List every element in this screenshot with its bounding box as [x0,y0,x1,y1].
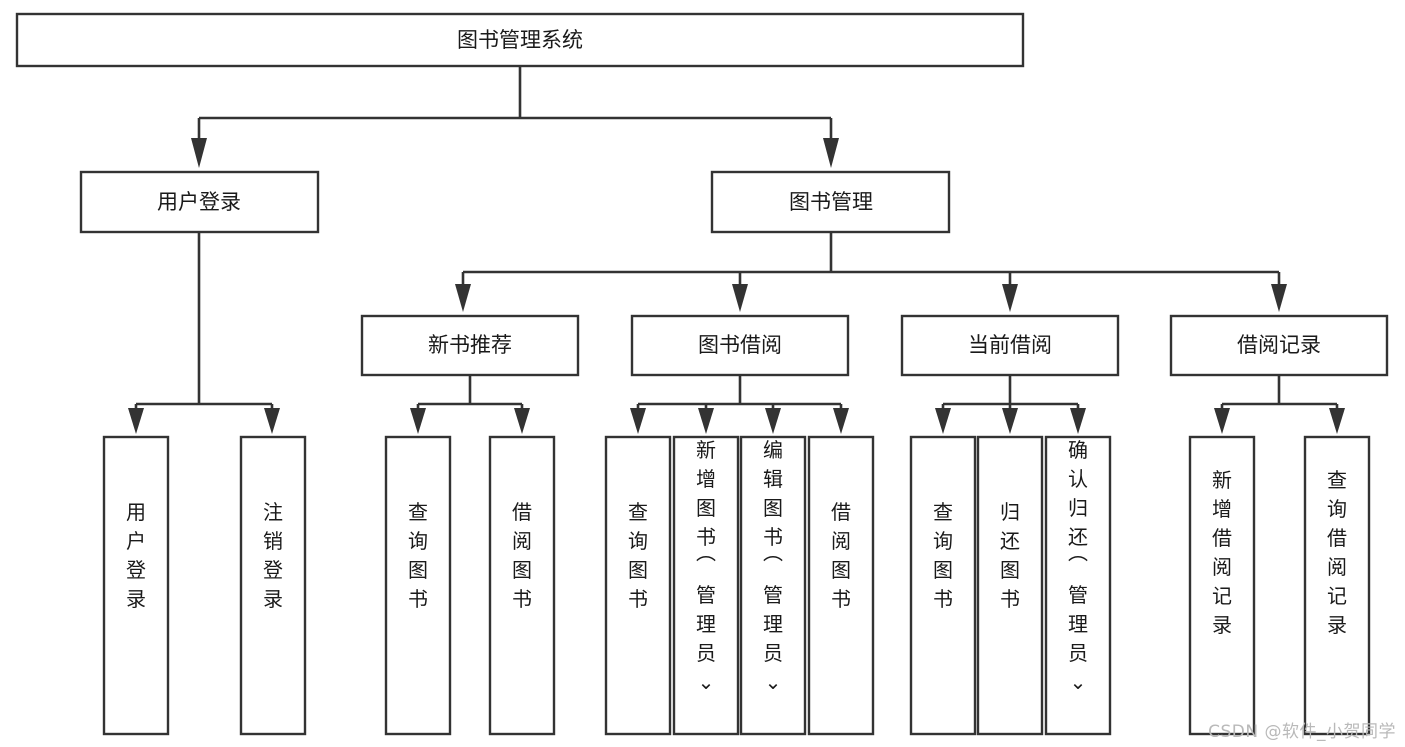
arrow-head-nb-query-book [410,408,426,434]
edge-group-new-book-to-leaves [410,375,530,434]
leaf-cb-confirm-return-box [1044,435,1112,736]
leaf-logout-box [239,435,307,736]
arrow-head-borrow-record [1271,284,1287,312]
edge-group-book-borrow-to-leaves [630,375,849,434]
node-root-book-management-system[interactable]: 图书管理系统 [15,12,1025,68]
node-borrow-record[interactable]: 借阅记录 [1169,314,1389,377]
node-root-box [15,12,1025,68]
leaf-node-user-login[interactable]: 用户登录 [102,435,170,736]
leaf-node-cb-confirm-return[interactable]: 确认归还⌒管理员⌄ [1044,435,1112,736]
node-borrow-record-box [1169,314,1389,377]
leaf-node-nb-query-book[interactable]: 查询图书 [384,435,452,736]
leaf-user-login-label: 用户登录 [126,500,146,611]
arrow-head-bb-query-book [630,408,646,434]
node-user-login-label: 用户登录 [157,190,241,214]
leaf-node-br-add-record[interactable]: 新增借阅记录 [1188,435,1256,736]
edge-group-borrow-record-to-leaves [1214,375,1345,434]
arrow-head-cb-confirm-return [1070,408,1086,434]
arrow-head-to-book-manage [823,138,839,168]
node-current-borrow-box [900,314,1120,377]
node-new-book-recommend-box [360,314,580,377]
leaf-bb-edit-book-box [739,435,807,736]
csdn-watermark: CSDN @软件_小贺同学 [1208,722,1396,742]
node-book-management[interactable]: 图书管理 [710,170,951,234]
leaf-cb-return-book-box [976,435,1044,736]
leaf-node-bb-query-book[interactable]: 查询图书 [604,435,672,736]
arrow-head-bb-borrow-book [833,408,849,434]
arrow-head-nb-borrow-book [514,408,530,434]
leaf-nb-borrow-book-label: 借阅图书 [512,500,532,611]
leaf-nb-query-book-label: 查询图书 [408,500,428,611]
leaf-node-bb-edit-book[interactable]: 编辑图书⌒管理员⌄ [739,435,807,736]
arrow-head-br-add-record [1214,408,1230,434]
arrow-head-br-query-record [1329,408,1345,434]
edge-group-current-borrow-to-leaves [935,375,1086,434]
arrow-head-leaf-user-login [128,408,144,434]
leaf-br-query-record-box [1303,435,1371,736]
node-current-borrow[interactable]: 当前借阅 [900,314,1120,377]
edge-group-book-manage-to-level3 [455,232,1287,312]
arrow-head-leaf-logout [264,408,280,434]
node-root-label: 图书管理系统 [457,28,583,52]
node-current-borrow-label: 当前借阅 [968,333,1052,357]
edge-group-user-login-to-leaves [128,232,280,434]
leaf-node-nb-borrow-book[interactable]: 借阅图书 [488,435,556,736]
leaf-node-logout[interactable]: 注销登录 [239,435,307,736]
node-user-login[interactable]: 用户登录 [79,170,320,234]
arrow-head-cb-return-book [1002,408,1018,434]
leaf-user-login-box [102,435,170,736]
leaf-bb-edit-book-label: 编辑图书⌒管理员⌄ [763,438,783,694]
leaf-bb-query-book-label: 查询图书 [628,500,648,611]
arrow-head-current-borrow [1002,284,1018,312]
leaf-br-query-record-label: 查询借阅记录 [1327,468,1347,637]
node-borrow-record-label: 借阅记录 [1237,333,1321,357]
leaf-node-bb-borrow-book[interactable]: 借阅图书 [807,435,875,736]
leaf-node-cb-query-book[interactable]: 查询图书 [909,435,977,736]
arrow-head-book-borrow [732,284,748,312]
leaf-bb-add-book-box [672,435,740,736]
leaf-node-br-query-record[interactable]: 查询借阅记录 [1303,435,1371,736]
leaf-bb-borrow-book-box [807,435,875,736]
node-new-book-recommend-label: 新书推荐 [428,333,512,357]
arrow-head-bb-add-book [698,408,714,434]
node-book-borrow-label: 图书借阅 [698,333,782,357]
arrow-head-bb-edit-book [765,408,781,434]
leaf-br-add-record-label: 新增借阅记录 [1212,468,1232,637]
arrow-head-to-user-login [191,138,207,168]
arrow-head-cb-query-book [935,408,951,434]
node-book-borrow[interactable]: 图书借阅 [630,314,850,377]
leaf-nb-borrow-book-box [488,435,556,736]
leaf-cb-query-book-box [909,435,977,736]
node-book-management-box [710,170,951,234]
node-user-login-box [79,170,320,234]
node-book-borrow-box [630,314,850,377]
leaf-node-cb-return-book[interactable]: 归还图书 [976,435,1044,736]
leaf-bb-add-book-label: 新增图书⌒管理员⌄ [696,438,716,694]
leaf-node-bb-add-book[interactable]: 新增图书⌒管理员⌄ [672,435,740,736]
edge-group-root-to-level2 [191,66,839,168]
leaf-bb-borrow-book-label: 借阅图书 [831,500,851,611]
leaf-br-add-record-box [1188,435,1256,736]
node-new-book-recommend[interactable]: 新书推荐 [360,314,580,377]
node-book-management-label: 图书管理 [789,190,873,214]
arrow-head-new-book-recommend [455,284,471,312]
leaf-logout-label: 注销登录 [263,500,283,611]
leaf-cb-return-book-label: 归还图书 [1000,500,1020,611]
leaf-cb-confirm-return-label: 确认归还⌒管理员⌄ [1068,438,1088,694]
leaf-cb-query-book-label: 查询图书 [933,500,953,611]
leaf-bb-query-book-box [604,435,672,736]
leaf-nb-query-book-box [384,435,452,736]
